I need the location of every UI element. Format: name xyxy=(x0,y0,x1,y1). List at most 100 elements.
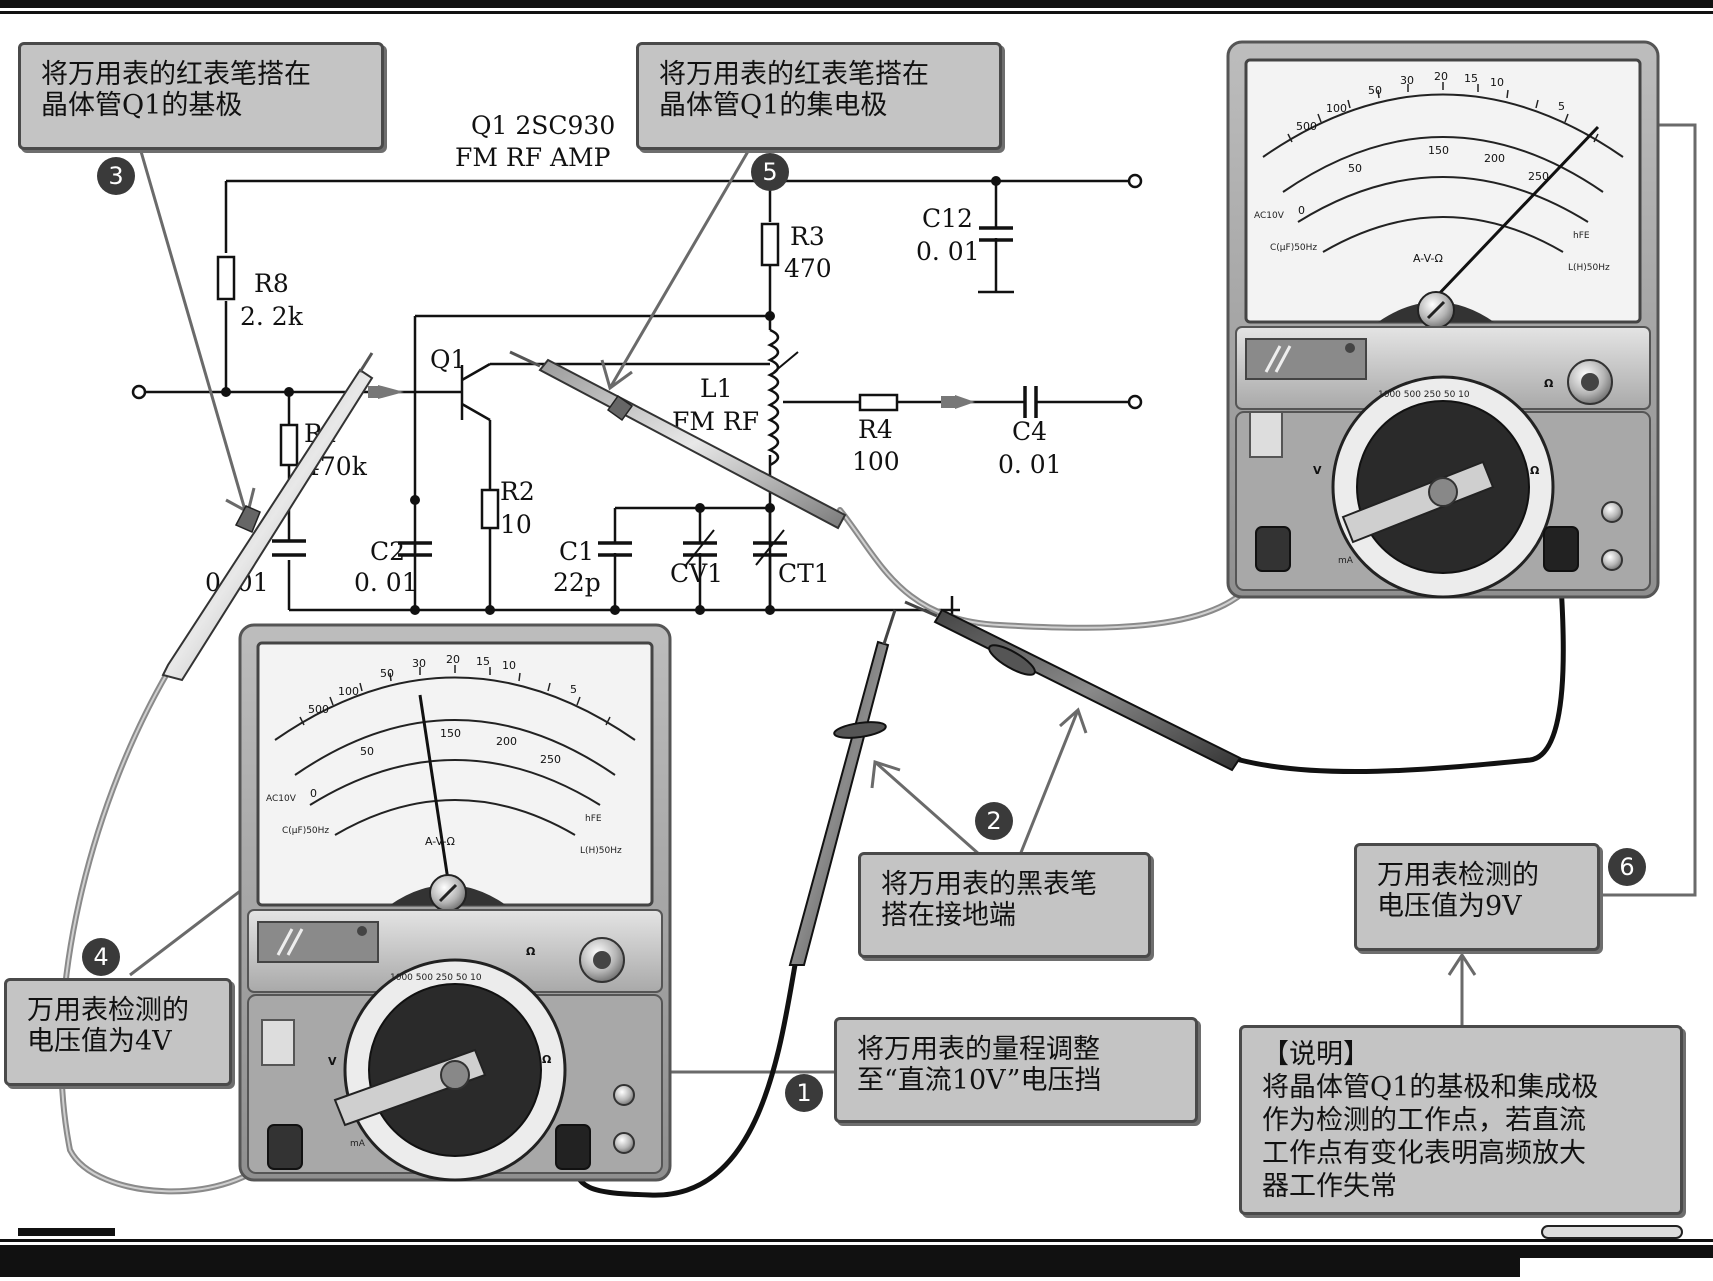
ohm-tick-500: 500 xyxy=(308,703,329,716)
v-tick-150: 150 xyxy=(1428,144,1449,157)
v-tick-200: 200 xyxy=(496,735,517,748)
step-badge-5: 5 xyxy=(751,153,789,191)
multimeter-upper[interactable]: 500 100 50 30 20 15 10 5 0 50 150 200 25… xyxy=(1226,40,1660,599)
circuit xyxy=(146,179,1129,615)
callout-4v-line2: 电压值为4V xyxy=(27,1026,172,1057)
jack-1 xyxy=(1601,501,1623,523)
probe-black-lower xyxy=(788,609,897,966)
probe-red-base xyxy=(161,352,374,682)
r4-resistor xyxy=(858,393,899,412)
plug-com xyxy=(267,1124,303,1170)
circuit-labels: Q1 2SC930 FM RF AMP Q1 R8 2. 2k R1 470k … xyxy=(205,111,1062,597)
note-line-1: 将晶体管Q1的基极和集成极 xyxy=(1262,1072,1599,1103)
meter-dial-face xyxy=(256,641,654,907)
range-v-label: V xyxy=(328,1055,337,1068)
ohm-tick-500: 500 xyxy=(1296,120,1317,133)
cap-label: C(μF)50Hz xyxy=(282,826,329,836)
callout-9v-line2: 电压值为9V xyxy=(1377,891,1522,922)
r2-label: R2 xyxy=(500,477,535,506)
range-ohm-label: Ω xyxy=(542,1053,552,1066)
meter-needle xyxy=(418,694,450,881)
v-tick-200: 200 xyxy=(1484,152,1505,165)
range-v-label: V xyxy=(1313,464,1322,477)
callout-range-line1: 将万用表的量程调整 xyxy=(857,1034,1100,1065)
r4-value: 100 xyxy=(852,447,900,476)
r3-label: R3 xyxy=(790,222,825,251)
c12-label: C12 xyxy=(922,204,973,233)
r8-label: R8 xyxy=(254,269,289,298)
callout-4v-line1: 万用表检测的 xyxy=(27,995,189,1026)
v-tick-50: 50 xyxy=(1348,162,1362,175)
q1-label: Q1 xyxy=(430,345,466,374)
transistor-function: FM RF AMP xyxy=(455,143,610,172)
terminals xyxy=(131,173,1143,410)
ohm-adjust-label: Ω xyxy=(1544,377,1554,390)
range-ma-label: mA xyxy=(1338,556,1354,566)
c2-value: 0. 01 xyxy=(354,568,418,597)
plug-v xyxy=(555,1124,591,1170)
note-line-3: 工作点有变化表明高频放大 xyxy=(1262,1138,1586,1169)
hfe-label: hFE xyxy=(1573,231,1590,241)
v-tick-150: 150 xyxy=(440,727,461,740)
components xyxy=(131,173,1143,615)
v-tick-50: 50 xyxy=(360,745,374,758)
signal-arrows xyxy=(368,385,975,409)
ohm-tick-15: 15 xyxy=(1464,72,1478,85)
probe-black-upper xyxy=(904,600,1242,772)
ohm-tick-10: 10 xyxy=(1490,76,1504,89)
r1-resistor xyxy=(279,423,299,467)
ohm-tick-100: 100 xyxy=(338,685,359,698)
step-badge-2: 2 xyxy=(975,802,1013,840)
note-line-4: 器工作失常 xyxy=(1262,1171,1397,1202)
note-title: 【说明】 xyxy=(1262,1039,1370,1070)
r2-resistor xyxy=(480,488,500,530)
acv-label: AC10V xyxy=(266,794,297,804)
plug-v xyxy=(1543,526,1579,572)
note-line-2: 作为检测的工作点，若直流 xyxy=(1262,1105,1586,1136)
r4-label: R4 xyxy=(858,415,893,444)
callout-ground-probe: 将万用表的黑表笔 搭在接地端 xyxy=(858,852,1151,958)
step-badge-6: 6 xyxy=(1608,848,1646,886)
v-tick-0: 0 xyxy=(1298,204,1305,217)
jack-2 xyxy=(1601,549,1623,571)
callout-base-line1: 将万用表的红表笔搭在 xyxy=(41,59,311,90)
ohm-tick-30: 30 xyxy=(1400,74,1414,87)
callout-range-line2: 至“直流10V”电压挡 xyxy=(857,1065,1102,1096)
c1-label: C1 xyxy=(559,537,594,566)
step-badge-3: 3 xyxy=(97,157,135,195)
r2-value: 10 xyxy=(500,510,532,539)
r8-resistor xyxy=(216,255,236,301)
callout-collector-probe: 将万用表的红表笔搭在 晶体管Q1的集电极 xyxy=(636,42,1002,150)
transistor-label: Q1 2SC930 xyxy=(471,111,615,140)
capacitors xyxy=(272,226,1038,557)
callout-collector-line2: 晶体管Q1的集电极 xyxy=(659,90,888,121)
step-badge-4: 4 xyxy=(82,938,120,976)
multimeter-lower[interactable]: 500 100 50 30 20 15 10 5 0 50 150 200 25… xyxy=(238,623,672,1182)
r3-value: 470 xyxy=(784,254,832,283)
callout-9v-line1: 万用表检测的 xyxy=(1377,860,1539,891)
plug-com xyxy=(1255,526,1291,572)
ohm-tick-50: 50 xyxy=(1368,84,1382,97)
callout-base-line2: 晶体管Q1的基极 xyxy=(41,90,243,121)
hfe-label: hFE xyxy=(585,814,602,824)
meter-dial-face xyxy=(1244,58,1642,324)
dial-top-label: 1000 500 250 50 10 xyxy=(390,973,482,983)
c1-value: 22p xyxy=(553,568,601,597)
l1-label: L1 xyxy=(700,374,733,403)
cv1-label: CV1 xyxy=(670,559,723,588)
probe-red-collector xyxy=(509,350,847,530)
v-tick-250: 250 xyxy=(1528,170,1549,183)
step-badge-1: 1 xyxy=(785,1074,823,1112)
callout-voltage-4v: 万用表检测的 电压值为4V xyxy=(4,978,232,1086)
c4-label: C4 xyxy=(1012,417,1047,446)
jack-1 xyxy=(613,1084,635,1106)
ohm-tick-100: 100 xyxy=(1326,102,1347,115)
c12-value: 0. 01 xyxy=(916,237,980,266)
callout-collector-line1: 将万用表的红表笔搭在 xyxy=(659,59,929,90)
junction-dots xyxy=(221,176,1001,615)
scale-center-label: A-V-Ω xyxy=(1413,252,1443,265)
jack-2 xyxy=(613,1132,635,1154)
scale-center-label: A-V-Ω xyxy=(425,835,455,848)
acv-label: AC10V xyxy=(1254,211,1285,221)
